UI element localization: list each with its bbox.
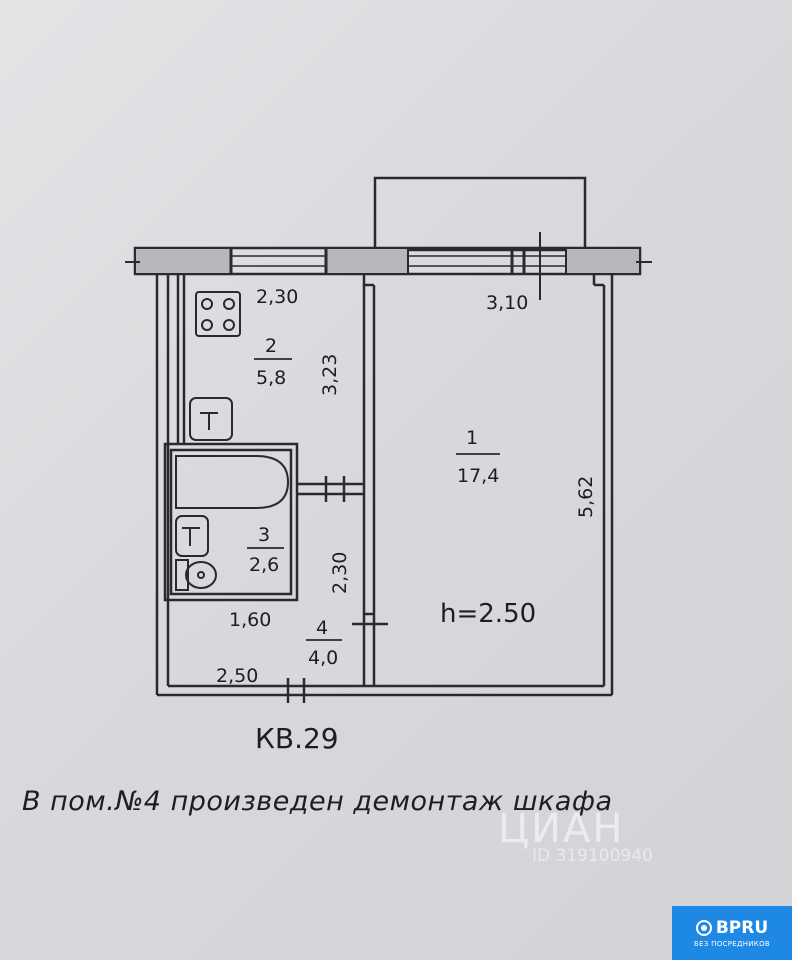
room-4-area: 4,0	[308, 647, 338, 669]
stove-icon	[195, 291, 241, 337]
wall-segment	[134, 247, 232, 275]
washbasin-icon	[175, 515, 209, 557]
watermark-brand: ЦИАН	[498, 806, 625, 852]
outer-walls	[155, 274, 614, 697]
room-3-area: 2,6	[249, 554, 279, 576]
balcony	[373, 176, 587, 252]
logo-tagline: БЕЗ ПОСРЕДНИКОВ	[694, 940, 770, 948]
room-label-bars	[247, 358, 500, 641]
floor-plan: 2,30 3,10 3,23 5,62 2,30 1,60 2,50 1 17,…	[125, 176, 652, 755]
toilet-icon	[175, 559, 217, 591]
room-1-area: 17,4	[457, 465, 499, 487]
bathtub-icon	[175, 455, 290, 509]
room-2-number: 2	[265, 335, 277, 357]
apartment-label: КВ.29	[255, 722, 339, 755]
watermark-id: ID 319100940	[532, 846, 653, 866]
plan-note: В пом.№4 произведен демонтаж шкафа	[22, 786, 613, 817]
wall-segment	[565, 247, 641, 275]
logo-main: BPRU	[695, 918, 769, 938]
room-3-number: 3	[258, 524, 270, 546]
room-4-number: 4	[316, 617, 328, 639]
top-wall	[125, 232, 652, 300]
interior-walls	[163, 274, 388, 703]
wall-segment	[325, 247, 409, 275]
logo-mark-icon	[695, 920, 712, 936]
dimension-kitchen-length: 3,23	[319, 354, 341, 396]
sink-icon	[189, 397, 233, 441]
logo-brand: BPRU	[715, 918, 769, 938]
dimension-room-width: 3,10	[486, 292, 528, 314]
dimension-room-length: 5,62	[575, 476, 597, 518]
room-1-number: 1	[466, 427, 478, 449]
dimension-bath-width: 1,60	[229, 609, 271, 631]
dimension-kitchen-width: 2,30	[256, 286, 298, 308]
room-2-area: 5,8	[256, 367, 286, 389]
ceiling-height: h=2.50	[440, 599, 536, 629]
dimension-hall-length: 2,30	[329, 552, 351, 594]
bpru-logo: BPRU БЕЗ ПОСРЕДНИКОВ	[672, 906, 792, 960]
dimension-hall-width: 2,50	[216, 665, 258, 687]
